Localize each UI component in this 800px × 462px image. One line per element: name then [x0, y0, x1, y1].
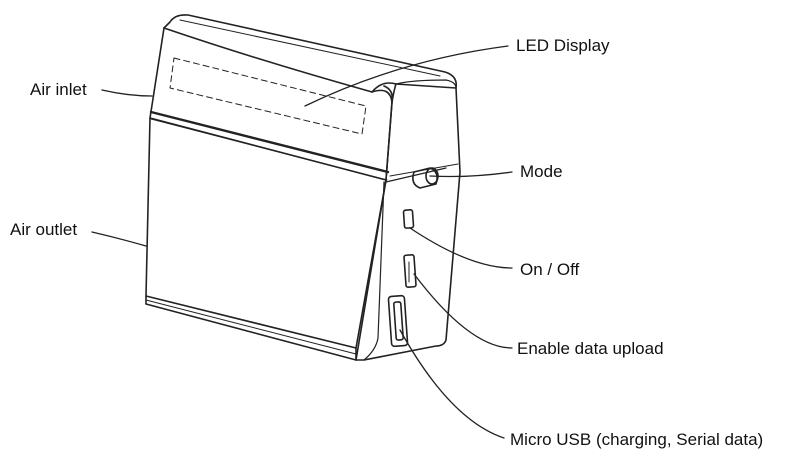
device-top-face — [163, 14, 458, 93]
label-mode: Mode — [520, 162, 563, 181]
device-seam-inner — [150, 118, 388, 181]
label-air-inlet: Air inlet — [30, 80, 87, 99]
leader-mode — [429, 171, 513, 178]
mode-button — [412, 167, 438, 189]
leader-micro-usb — [399, 329, 505, 439]
device-front-lower — [145, 117, 387, 349]
micro-usb-port — [387, 294, 409, 348]
leader-air-inlet — [101, 89, 153, 97]
device-front-corner — [371, 89, 393, 103]
device-side-face — [355, 83, 461, 361]
device-front-upper — [149, 27, 394, 181]
led-display-window — [169, 57, 367, 135]
device-side-top-edge — [395, 79, 457, 89]
device-bottom-band — [145, 295, 357, 361]
upload-switch — [403, 254, 417, 288]
label-air-outlet: Air outlet — [10, 220, 78, 239]
leader-upload — [413, 273, 513, 349]
device-seam — [149, 110, 390, 174]
device-top-rim — [179, 19, 441, 77]
on-off-switch — [402, 209, 415, 229]
device-side-corner — [363, 181, 385, 361]
label-on-off: On / Off — [520, 260, 580, 279]
leader-air-outlet — [91, 231, 147, 247]
device-bottom-line — [145, 299, 357, 355]
leader-on-off — [409, 227, 513, 269]
label-led-display: LED Display — [516, 36, 610, 55]
label-micro-usb: Micro USB (charging, Serial data) — [510, 430, 764, 449]
micro-usb-port-inner — [393, 301, 404, 341]
leader-led-display — [304, 45, 509, 107]
label-enable-upload: Enable data upload — [517, 339, 664, 358]
